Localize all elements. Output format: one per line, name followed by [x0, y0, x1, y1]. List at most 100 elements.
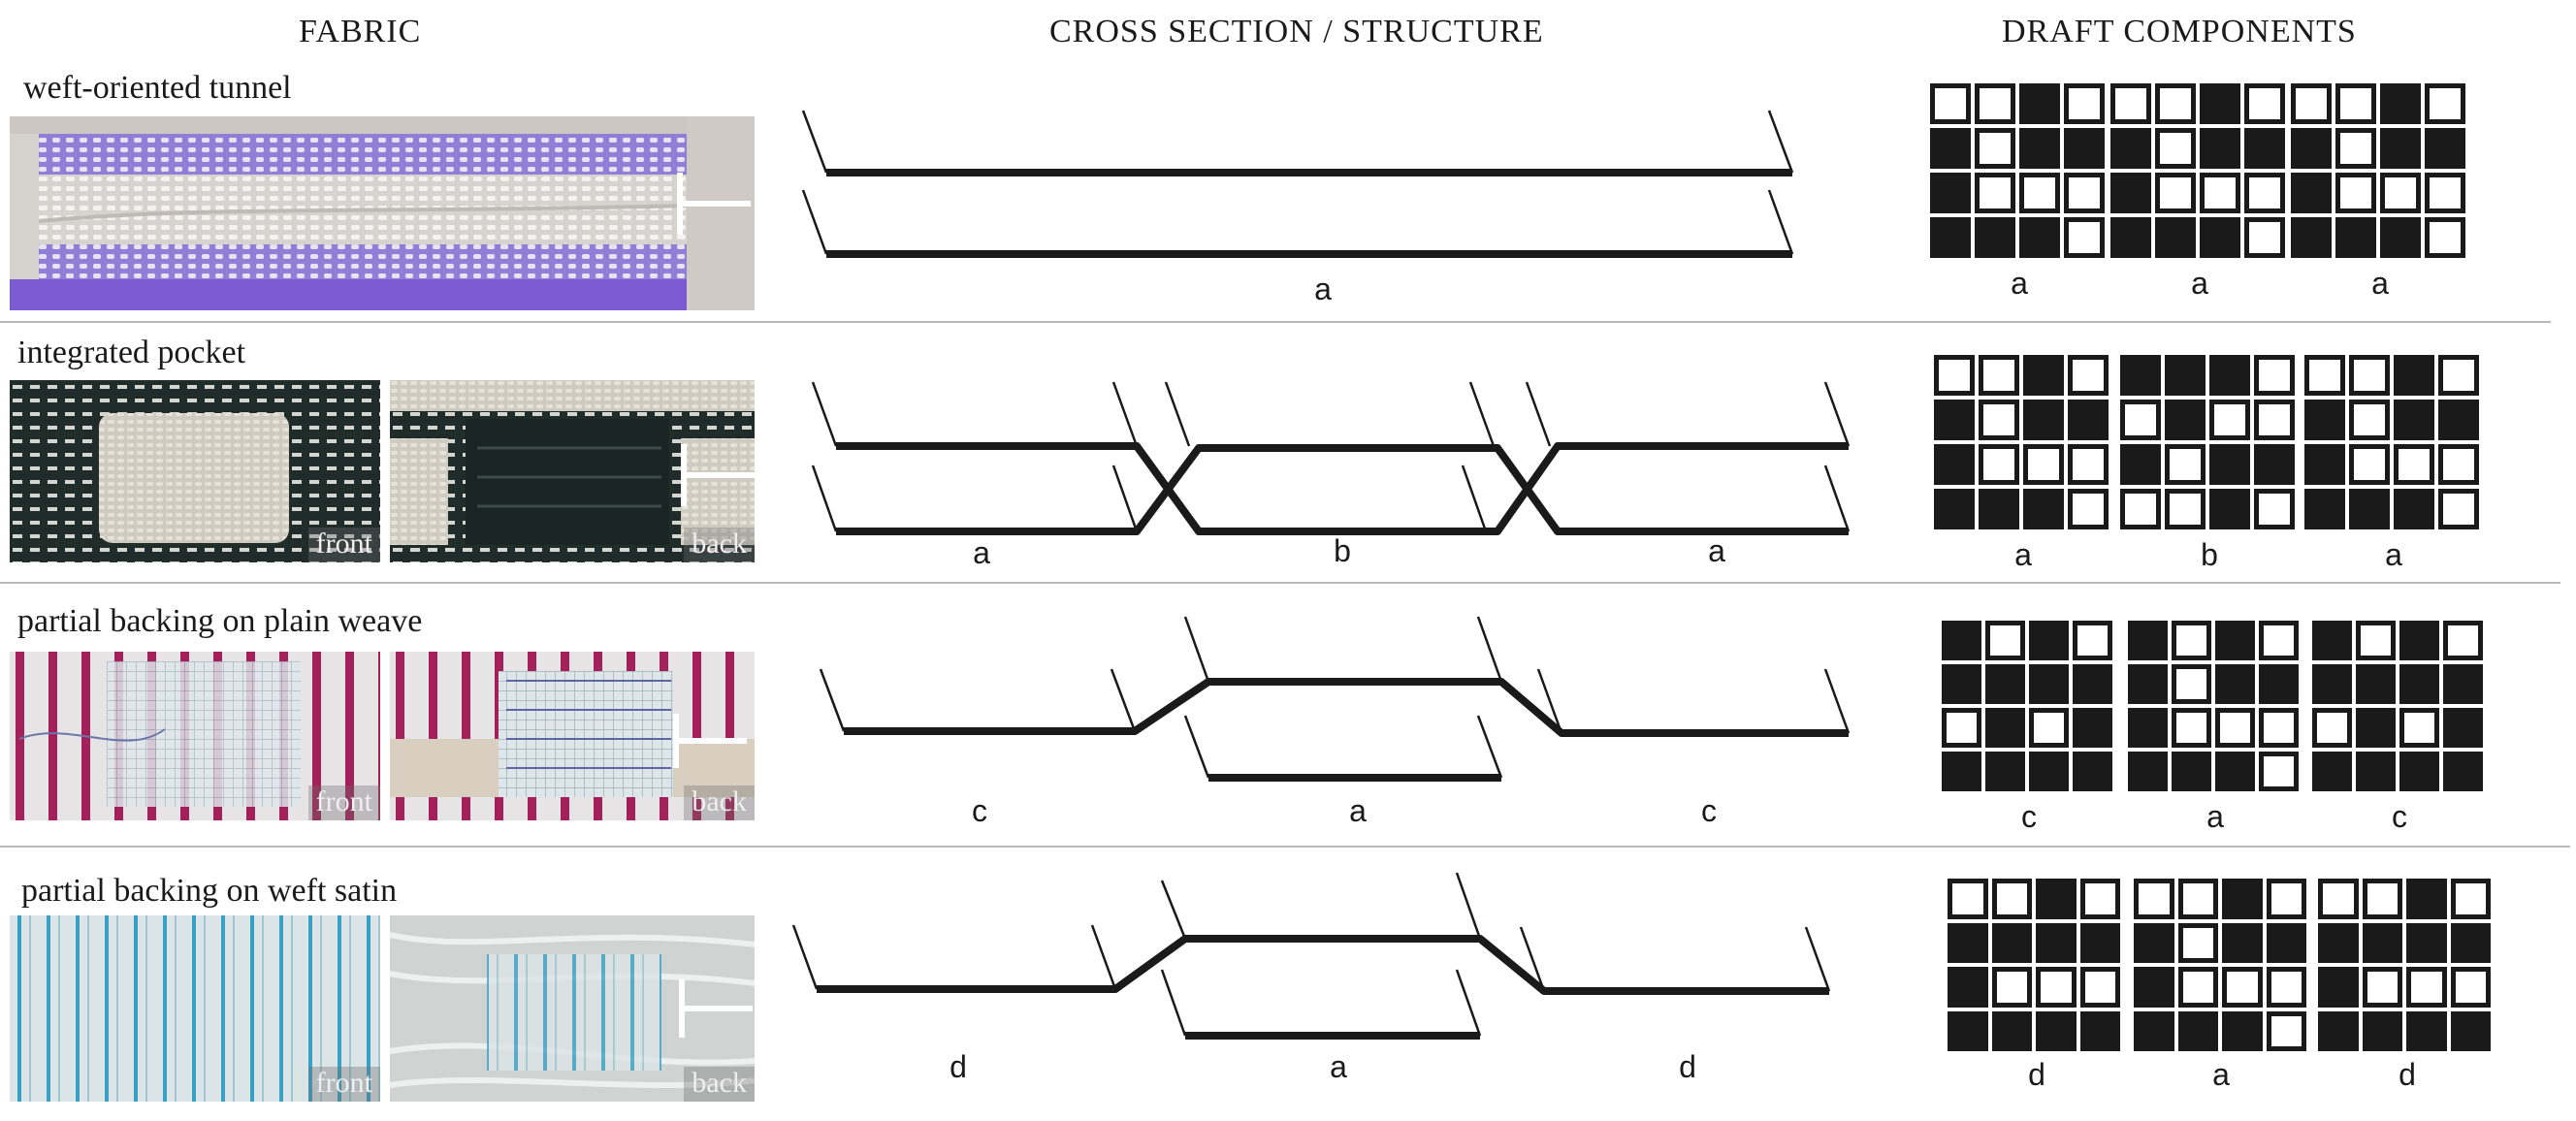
draft-cell-white	[2120, 489, 2161, 529]
draft-cell-black	[2177, 1010, 2218, 1051]
draft-label: c	[2392, 799, 2407, 834]
draft-cell-black	[2362, 922, 2402, 963]
fabric-photo-satin-front: front	[10, 915, 380, 1102]
fabric-photo-plain-front: front	[10, 652, 380, 820]
draft-cell-white	[2155, 173, 2196, 213]
draft-cell-black	[2023, 489, 2064, 529]
draft-cell-white	[2177, 922, 2218, 963]
draft-cell-black	[2380, 217, 2421, 258]
draft-cell-black	[1948, 967, 1988, 1008]
draft-cell-black	[1948, 922, 1988, 963]
draft-cell-white	[2165, 489, 2206, 529]
draft-cell-black	[2438, 400, 2479, 440]
draft-cell-black	[2036, 879, 2077, 919]
draft-label: a	[2011, 266, 2028, 301]
fabric-photo-weft-tunnel	[10, 116, 755, 310]
draft-cell-white	[2155, 128, 2196, 169]
draft-cell-black	[2380, 83, 2421, 124]
draft-cell-white	[1979, 355, 2019, 396]
draft-cell-black	[2399, 752, 2439, 791]
draft-cell-black	[2406, 1010, 2447, 1051]
draft-cell-black	[1979, 489, 2019, 529]
draft-label: a	[2206, 799, 2224, 834]
draft-cell-black	[1930, 173, 1971, 213]
cross-section-row-4	[791, 872, 1831, 1040]
draft-cell-black	[2450, 922, 2491, 963]
draft-grid	[2304, 355, 2483, 533]
draft-grid	[2312, 621, 2487, 795]
draft-cell-white	[2380, 173, 2421, 213]
draft-cell-black	[2318, 1010, 2359, 1051]
draft-cell-black	[2029, 752, 2069, 791]
draft-cell-white	[2254, 489, 2295, 529]
draft-grid	[1930, 83, 2109, 262]
draft-cell-white	[2064, 173, 2105, 213]
draft-cell-black	[2259, 664, 2299, 704]
cross-section-label: c	[972, 793, 987, 828]
draft-cell-black	[2450, 1010, 2491, 1051]
header-structure: CROSS SECTION / STRUCTURE	[1049, 14, 1544, 49]
row-divider	[0, 846, 2570, 848]
draft-cell-black	[2318, 922, 2359, 963]
draft-cell-black	[2312, 752, 2352, 791]
fabric-photo-pocket-back: back	[390, 380, 755, 562]
draft-cell-white	[2244, 173, 2285, 213]
cross-section-label: a	[1314, 272, 1332, 306]
draft-grid	[2134, 879, 2310, 1055]
draft-cell-black	[2312, 664, 2352, 704]
draft-cell-black	[2019, 83, 2060, 124]
draft-cell-white	[2019, 173, 2060, 213]
draft-cell-white	[2425, 217, 2465, 258]
cross-section-label: d	[950, 1049, 967, 1084]
draft-cell-black	[2291, 173, 2332, 213]
draft-cell-black	[1942, 664, 1981, 704]
draft-cell-black	[2029, 664, 2069, 704]
photo-label-front: front	[307, 528, 380, 562]
fabric-photo-satin-back: back	[390, 915, 755, 1102]
draft-cell-black	[2128, 752, 2168, 791]
photo-label-front: front	[307, 785, 380, 820]
cross-section-label: c	[1701, 793, 1717, 828]
draft-cell-black	[2029, 621, 2069, 660]
draft-cell-black	[2155, 217, 2196, 258]
draft-cell-white	[2244, 83, 2285, 124]
draft-cell-black	[2073, 752, 2112, 791]
draft-cell-white	[2304, 355, 2345, 396]
draft-grid	[2120, 355, 2299, 533]
draft-cell-black	[2064, 128, 2105, 169]
draft-cell-black	[2443, 752, 2483, 791]
draft-cell-black	[2209, 489, 2250, 529]
cross-section-row-1	[801, 110, 1794, 258]
draft-cell-white	[2266, 1010, 2306, 1051]
draft-cell-black	[2291, 128, 2332, 169]
draft-label: a	[2385, 537, 2402, 572]
draft-cell-white	[2399, 708, 2439, 748]
photo-label-front: front	[307, 1067, 380, 1102]
photo-label-back: back	[684, 785, 755, 820]
draft-cell-white	[2362, 967, 2402, 1008]
row-title-plain-weave: partial backing on plain weave	[17, 603, 423, 639]
draft-cell-white	[2438, 355, 2479, 396]
draft-cell-black	[2134, 1010, 2174, 1051]
draft-cell-black	[2200, 83, 2240, 124]
header-draft: DRAFT COMPONENTS	[2002, 14, 2357, 49]
draft-cell-white	[2222, 967, 2263, 1008]
draft-cell-black	[2394, 400, 2434, 440]
draft-cell-black	[1985, 752, 2025, 791]
draft-cell-white	[2406, 967, 2447, 1008]
draft-cell-black	[2291, 217, 2332, 258]
draft-cell-white	[1930, 83, 1971, 124]
draft-label: d	[2399, 1057, 2416, 1092]
draft-cell-black	[2172, 752, 2211, 791]
draft-cell-black	[2209, 355, 2250, 396]
draft-cell-black	[2380, 128, 2421, 169]
cross-section-label: a	[1349, 793, 1367, 828]
draft-cell-white	[2335, 173, 2376, 213]
draft-cell-white	[1975, 83, 2015, 124]
draft-grid	[1948, 879, 2124, 1055]
draft-cell-white	[2318, 879, 2359, 919]
draft-cell-black	[1934, 400, 1975, 440]
draft-label: c	[2021, 799, 2037, 834]
cross-section-label: a	[1708, 533, 1725, 568]
draft-cell-black	[2406, 922, 2447, 963]
